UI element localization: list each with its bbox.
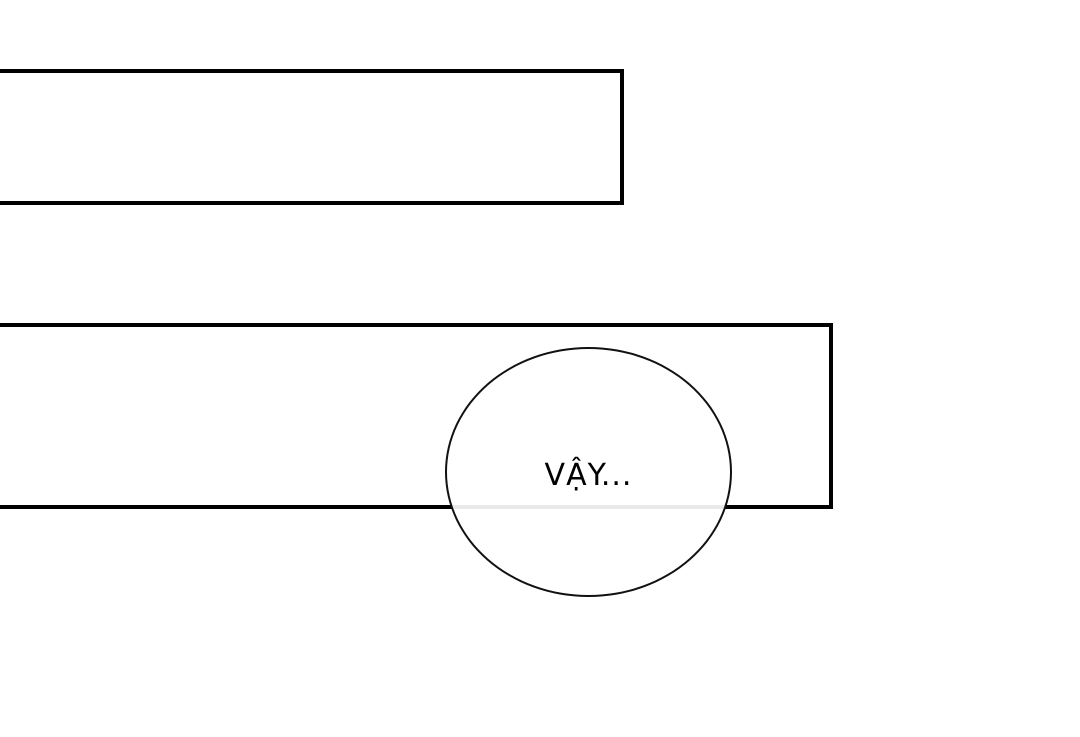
speech-bubble-text: VẬY... xyxy=(544,458,633,493)
comic-panel-top xyxy=(0,69,624,205)
speech-bubble: VẬY... xyxy=(445,347,732,597)
